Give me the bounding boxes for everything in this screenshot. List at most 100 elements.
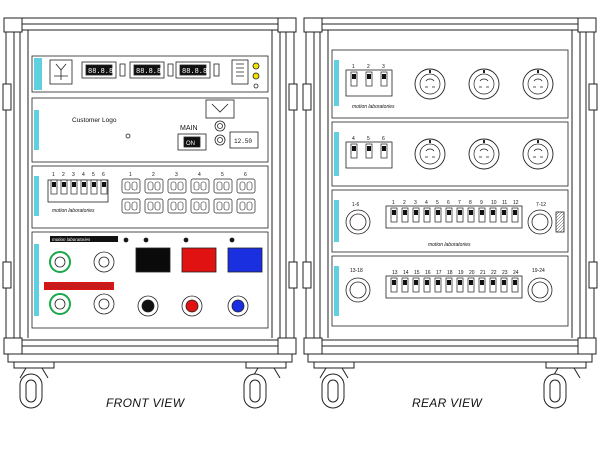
breaker-number: 8 xyxy=(469,200,472,206)
breaker-number: 19 xyxy=(458,270,464,276)
receptacle-slots xyxy=(479,148,489,158)
breaker-number: 11 xyxy=(502,200,507,206)
breaker-toggle xyxy=(425,280,429,285)
blue-cam-block xyxy=(227,247,263,273)
breaker-toggle xyxy=(102,182,106,187)
brand-label: motion laboratories xyxy=(52,208,95,214)
black-cam-block xyxy=(135,247,171,273)
breaker-toggle xyxy=(436,210,440,215)
connector-label: 1-6 xyxy=(352,202,359,208)
outlet-socket xyxy=(170,181,177,191)
outlet-number: 5 xyxy=(221,172,224,178)
breaker-number: 6 xyxy=(447,200,450,206)
breaker-toggle xyxy=(403,280,407,285)
outlet-socket xyxy=(246,201,253,211)
receptacle-face xyxy=(419,73,441,95)
breaker-toggle xyxy=(367,74,371,79)
breaker-number: 4 xyxy=(352,136,355,142)
rear-latch-left-bottom xyxy=(302,261,312,289)
breaker-number: 5 xyxy=(436,200,439,206)
main-label: MAIN xyxy=(180,125,198,132)
breaker-toggle xyxy=(447,210,451,215)
front-panel-meters: 88.8.8 88.8.8 88.8.8 xyxy=(31,55,269,93)
breaker-toggle xyxy=(403,210,407,215)
receptacle-mark xyxy=(483,140,485,143)
rear-view-caption: REAR VIEW xyxy=(412,396,483,410)
breaker-number: 1 xyxy=(392,200,395,206)
breaker-number: 1 xyxy=(52,172,55,178)
outlet-socket xyxy=(223,201,230,211)
breaker-number: 13 xyxy=(392,270,398,276)
breaker-number: 22 xyxy=(491,270,497,276)
connector-label: 19-24 xyxy=(532,268,545,274)
breaker-number: 5 xyxy=(92,172,95,178)
breaker-toggle xyxy=(458,280,462,285)
outlet-number: 3 xyxy=(175,172,178,178)
indicator-light xyxy=(252,62,260,70)
breaker-bank xyxy=(385,205,523,229)
receptacle-mark xyxy=(483,70,485,73)
meter-readout: 88.8.8 xyxy=(88,68,113,76)
receptacle-slots xyxy=(425,78,435,88)
breaker-number: 4 xyxy=(82,172,85,178)
outlet-socket xyxy=(193,201,200,211)
front-latch-left-bottom xyxy=(2,261,12,289)
breaker-number: 15 xyxy=(414,270,420,276)
breaker-toggle xyxy=(513,210,517,215)
breaker-toggle xyxy=(469,210,473,215)
outlet-socket xyxy=(216,201,223,211)
breaker-toggle xyxy=(82,182,86,187)
breaker-number: 2 xyxy=(62,172,65,178)
front-panel-connectors: motion laboratories xyxy=(31,231,269,329)
connector-label: 13-18 xyxy=(350,268,363,274)
breaker-toggle xyxy=(392,280,396,285)
outlet-socket xyxy=(131,201,138,211)
breaker-toggle xyxy=(52,182,56,187)
front-case-inner xyxy=(13,23,287,347)
breaker-toggle xyxy=(414,280,418,285)
breaker-bank xyxy=(385,275,523,299)
receptacle-face xyxy=(419,143,441,165)
breaker-number: 9 xyxy=(480,200,483,206)
outlet-socket xyxy=(124,201,131,211)
breaker-number: 6 xyxy=(102,172,105,178)
brand-label: motion laboratories xyxy=(52,237,91,242)
breaker-number: 5 xyxy=(367,136,370,142)
breaker-toggle xyxy=(72,182,76,187)
outlet-socket xyxy=(223,181,230,191)
breaker-number: 1 xyxy=(352,64,355,70)
outlet-socket xyxy=(131,181,138,191)
breaker-number: 16 xyxy=(425,270,431,276)
brand-label: motion laboratories xyxy=(428,242,471,248)
rear-latch-left-top xyxy=(302,83,312,111)
outlet-number: 6 xyxy=(244,172,247,178)
breaker-toggle xyxy=(425,210,429,215)
breaker-number: 20 xyxy=(469,270,475,276)
breaker-number: 14 xyxy=(403,270,409,276)
breaker-toggle xyxy=(367,146,371,151)
receptacle-mark xyxy=(429,140,431,143)
receptacle-slots xyxy=(479,78,489,88)
breaker-toggle xyxy=(480,210,484,215)
rear-latch-right-bottom xyxy=(588,261,598,289)
outlet-number: 4 xyxy=(198,172,201,178)
breaker-number: 3 xyxy=(414,200,417,206)
breaker-number: 18 xyxy=(447,270,453,276)
breaker-number: 4 xyxy=(425,200,428,206)
breaker-number: 6 xyxy=(382,136,385,142)
breaker-toggle xyxy=(352,146,356,151)
outlet-socket xyxy=(239,201,246,211)
receptacle-slots xyxy=(425,148,435,158)
receptacle-slots xyxy=(533,148,543,158)
red-cam-block xyxy=(181,247,217,273)
breaker-number: 10 xyxy=(491,200,497,206)
breaker-number: 17 xyxy=(436,270,442,276)
breaker-number: 2 xyxy=(403,200,406,206)
outlet-socket xyxy=(170,201,177,211)
breaker-toggle xyxy=(447,280,451,285)
rear-casters xyxy=(313,361,587,409)
breaker-number: 12 xyxy=(513,200,519,206)
